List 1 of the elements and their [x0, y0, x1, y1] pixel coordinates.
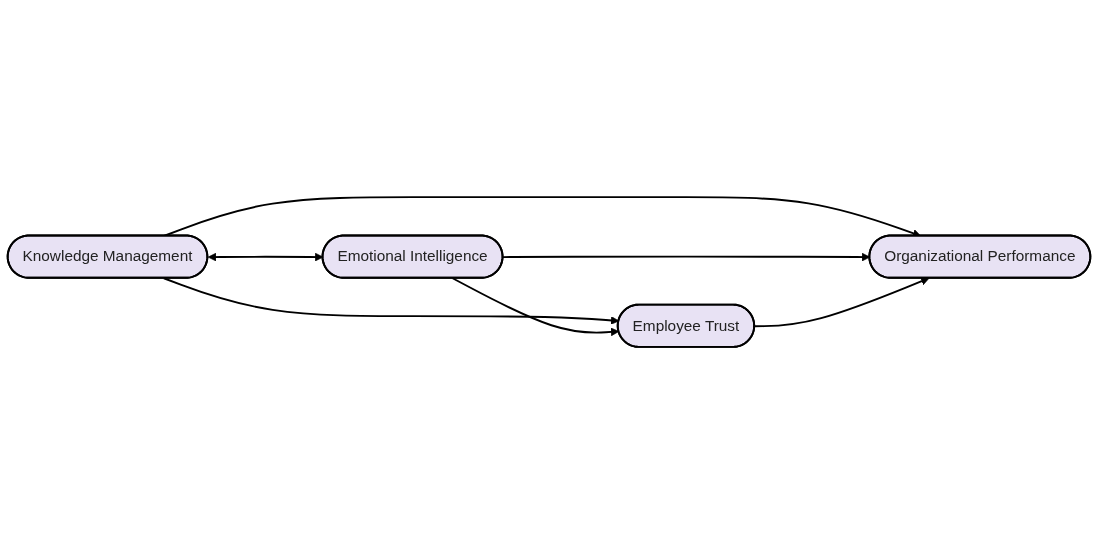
arrow — [451, 277, 620, 337]
